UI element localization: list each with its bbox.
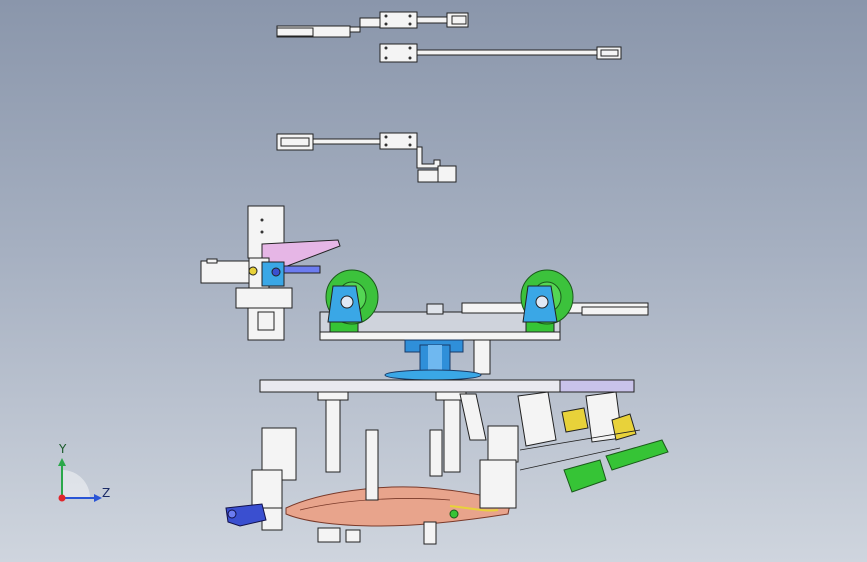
workpiece: [285, 486, 511, 527]
triad-y-label: Y: [59, 442, 67, 456]
linkage-arm-upper-right: [379, 43, 622, 63]
lower-base-plate: [259, 379, 635, 473]
x-axis-dot: [58, 494, 66, 502]
linkage-arm-middle: [276, 132, 457, 183]
lower-fixtures: [317, 429, 517, 545]
caster-wheel-left: [325, 269, 379, 325]
triad-z-label: Z: [102, 486, 111, 500]
linkage-arm-upper-left: [276, 11, 469, 38]
rotary-drive: [384, 339, 491, 381]
caster-wheel-right: [520, 269, 574, 325]
coordinate-triad: [58, 458, 102, 502]
left-support-bracket: [225, 427, 297, 531]
clamp-cylinder-unit: [200, 205, 341, 341]
